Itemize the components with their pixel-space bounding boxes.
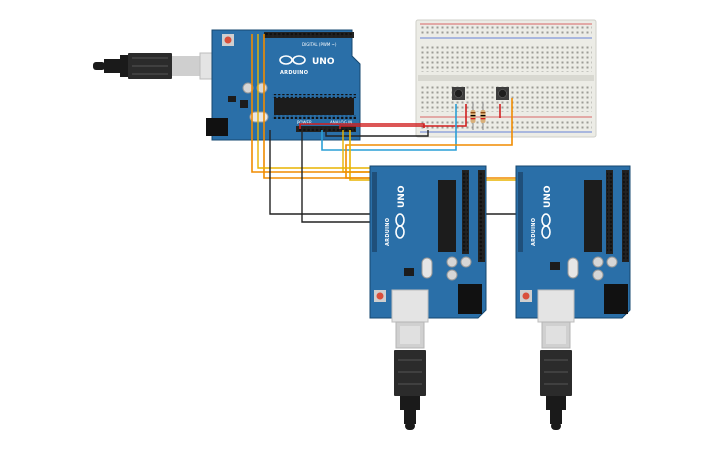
breadboard-upper-terminals[interactable] [420, 44, 592, 72]
pushbutton-1[interactable] [452, 87, 465, 100]
atmega-chip-board-2 [438, 180, 456, 252]
arduino-uno-board-3[interactable]: UNO ARDUINO [515, 165, 631, 323]
usb-cable-board-3[interactable] [540, 321, 572, 430]
brand-text-board-1: ARDUINO [280, 70, 308, 76]
usb-cable-board-1[interactable] [93, 52, 233, 80]
power-jack-board-3[interactable] [604, 284, 628, 314]
wire-blue-1[interactable] [321, 104, 457, 151]
brand-text-board-3: ARDUINO [531, 218, 537, 246]
resistor-1[interactable] [470, 102, 476, 130]
analog-label-board-1: ANALOG IN [330, 120, 352, 125]
breadboard-top-power-rail[interactable] [420, 26, 592, 36]
resistor-2[interactable] [480, 102, 486, 130]
wire-orange-2[interactable] [263, 34, 610, 179]
digital-label-board-1: DIGITAL (PWM ~) [302, 42, 337, 47]
wires [251, 34, 616, 223]
power-jack-board-2[interactable] [458, 284, 482, 314]
wire-black-bb[interactable] [325, 129, 429, 137]
uno-logo-text-board-1: UNO [312, 57, 335, 67]
power-label-board-1: POWER [297, 120, 312, 125]
arduino-uno-board-1[interactable]: DIGITAL (PWM ~) UNO ARDUINO POWER ANALOG… [93, 29, 361, 141]
arduino-logo-board-1 [279, 55, 306, 65]
breadboard[interactable] [415, 19, 597, 138]
power-jack-board-1[interactable] [206, 118, 228, 136]
wire-black-1[interactable] [269, 130, 616, 215]
uno-logo-text-board-2: UNO [397, 185, 407, 208]
atmega-chip-board-1 [274, 98, 354, 115]
breadboard-bottom-power-rail[interactable] [420, 119, 592, 129]
usb-cable-board-2[interactable] [394, 321, 426, 430]
atmega-chip-board-3 [584, 180, 602, 252]
arduino-logo-board-2 [395, 213, 405, 239]
arduino-uno-board-2[interactable]: UNO ARDUINO [369, 165, 487, 323]
uno-logo-text-board-3: UNO [543, 185, 553, 208]
wire-red-2[interactable] [339, 104, 467, 129]
pushbutton-2[interactable] [496, 87, 509, 100]
arduino-logo-board-3 [541, 213, 551, 239]
brand-text-board-2: ARDUINO [385, 218, 391, 246]
